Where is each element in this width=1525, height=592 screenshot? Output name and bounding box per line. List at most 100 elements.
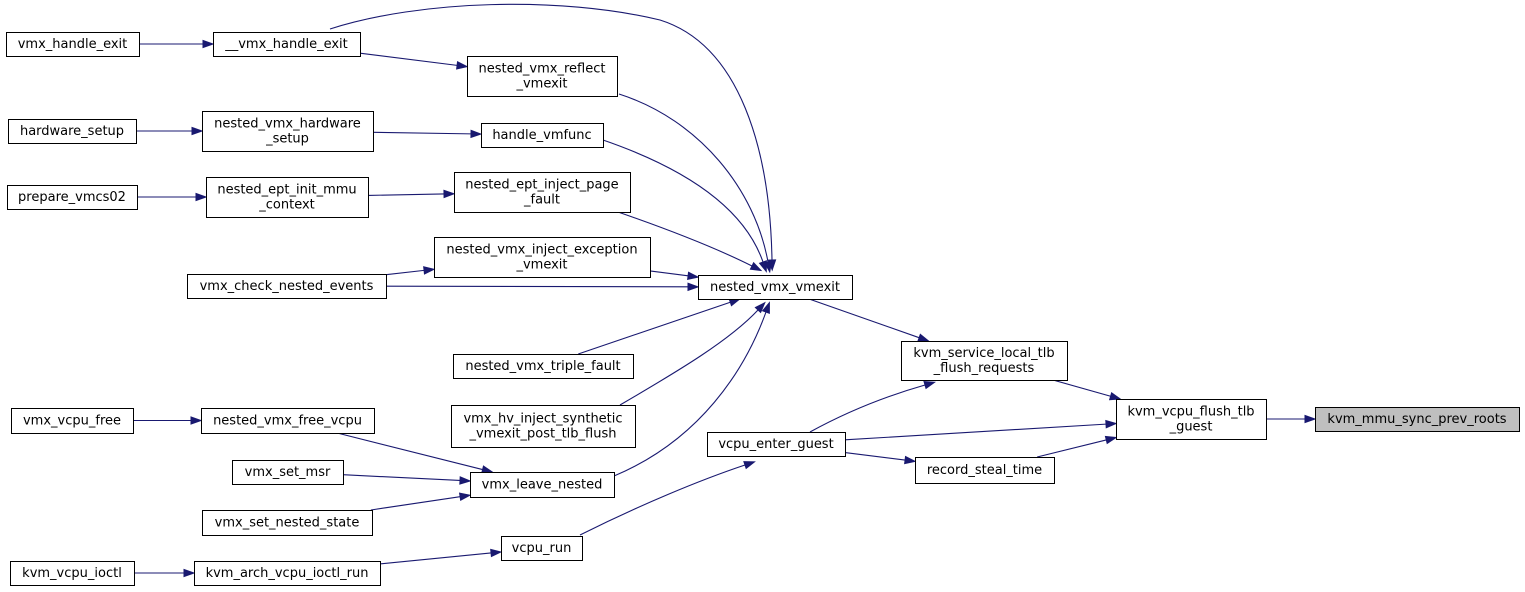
node-nested_ept_inject_page_fault[interactable]: nested_ept_inject_page_fault <box>454 172 631 213</box>
node-label: nested_ept_init_mmu <box>217 183 356 198</box>
node-nested_vmx_free_vcpu[interactable]: nested_vmx_free_vcpu <box>201 408 375 434</box>
node-box <box>206 177 369 218</box>
node-label: _flush_requests <box>933 361 1035 376</box>
call-edge-nested_ept_inject_page_fault-to-nested_vmx_vmexit <box>617 211 763 272</box>
node-__vmx_handle_exit[interactable]: __vmx_handle_exit <box>213 32 361 57</box>
node-vmx_hv_inject_synthetic_vmexit_post_tlb_flush[interactable]: vmx_hv_inject_synthetic_vmexit_post_tlb_… <box>451 405 636 448</box>
edge-line <box>359 52 458 66</box>
edge-line <box>1052 379 1111 397</box>
node-label: _fault <box>523 193 560 208</box>
call-edge-nested_vmx_inject_exception_vmexit-to-nested_vmx_vmexit <box>649 270 700 281</box>
call-edge-vcpu_run-to-vcpu_enter_guest <box>579 461 756 536</box>
arrowhead-icon <box>1304 414 1317 424</box>
node-nested_vmx_vmexit[interactable]: nested_vmx_vmexit <box>698 275 853 300</box>
arrowhead-icon <box>490 548 503 558</box>
node-label: vmx_hv_inject_synthetic <box>463 412 622 427</box>
call-edge-record_steal_time-to-kvm_vcpu_flush_tlb_guest <box>1037 435 1118 458</box>
node-box <box>470 472 615 498</box>
node-box <box>901 341 1068 381</box>
node-vmx_leave_nested[interactable]: vmx_leave_nested <box>470 472 615 498</box>
node-box <box>481 123 604 148</box>
node-label: kvm_vcpu_flush_tlb <box>1127 405 1254 420</box>
node-prepare_vmcs02[interactable]: prepare_vmcs02 <box>7 185 138 210</box>
node-kvm_vcpu_ioctl[interactable]: kvm_vcpu_ioctl <box>10 561 135 586</box>
node-nested_ept_init_mmu_context[interactable]: nested_ept_init_mmu_context <box>206 177 369 218</box>
node-kvm_arch_vcpu_ioctl_run[interactable]: kvm_arch_vcpu_ioctl_run <box>194 561 381 586</box>
edge-line <box>379 552 492 565</box>
edge-line <box>844 452 906 461</box>
node-nested_vmx_triple_fault[interactable]: nested_vmx_triple_fault <box>453 354 634 379</box>
node-nested_vmx_inject_exception_vmexit[interactable]: nested_vmx_inject_exception_vmexit <box>434 237 651 278</box>
node-label: __vmx_handle_exit <box>224 37 348 52</box>
call-edge-hardware_setup-to-nested_vmx_hardware_setup <box>136 126 204 136</box>
node-label: vmx_set_msr <box>245 465 331 480</box>
node-label: vcpu_run <box>512 541 572 556</box>
node-vcpu_enter_guest[interactable]: vcpu_enter_guest <box>707 432 846 457</box>
arrowhead-icon <box>183 568 196 578</box>
edge-line <box>372 131 472 135</box>
arrowhead-icon <box>749 261 763 272</box>
arrowhead-icon <box>191 126 204 136</box>
node-nested_vmx_reflect_vmexit[interactable]: nested_vmx_reflect_vmexit <box>467 56 618 97</box>
arrowhead-icon <box>687 271 700 281</box>
call-edge-nested_vmx_hardware_setup-to-handle_vmfunc <box>372 129 483 139</box>
node-handle_vmfunc[interactable]: handle_vmfunc <box>481 123 604 148</box>
arrowhead-icon <box>423 266 436 275</box>
node-box <box>1116 399 1267 440</box>
call-edge-vmx_handle_exit-to-__vmx_handle_exit <box>139 39 215 49</box>
node-vmx_check_nested_events[interactable]: vmx_check_nested_events <box>187 274 387 299</box>
node-label: record_steal_time <box>927 463 1042 478</box>
node-record_steal_time[interactable]: record_steal_time <box>915 457 1055 484</box>
arrowhead-icon <box>458 492 472 502</box>
node-label: handle_vmfunc <box>492 128 591 143</box>
node-label: vmx_handle_exit <box>18 37 128 52</box>
edge-line <box>579 464 746 536</box>
call-edge-vmx_set_nested_state-to-vmx_leave_nested <box>370 492 472 511</box>
edge-line <box>619 309 759 406</box>
node-hardware_setup[interactable]: hardware_setup <box>8 119 137 144</box>
node-vmx_set_msr[interactable]: vmx_set_msr <box>232 460 344 485</box>
node-vmx_set_nested_state[interactable]: vmx_set_nested_state <box>202 510 373 536</box>
arrowhead-icon <box>459 476 472 485</box>
node-label: kvm_arch_vcpu_ioctl_run <box>206 566 369 581</box>
edge-line <box>618 93 769 263</box>
node-nested_vmx_hardware_setup[interactable]: nested_vmx_hardware_setup <box>202 111 374 152</box>
node-vcpu_run[interactable]: vcpu_run <box>501 536 583 561</box>
node-vmx_vcpu_free[interactable]: vmx_vcpu_free <box>11 408 134 434</box>
edge-line <box>367 193 445 196</box>
call-edge-__vmx_handle_exit-to-nested_vmx_reflect_vmexit <box>359 52 469 70</box>
edge-line <box>617 211 753 267</box>
node-label: _context <box>258 198 315 213</box>
edge-line <box>385 285 689 288</box>
node-box <box>232 460 344 485</box>
node-label: _vmexit <box>515 77 567 92</box>
node-kvm_service_local_tlb_flush_requests[interactable]: kvm_service_local_tlb_flush_requests <box>901 341 1068 381</box>
arrowhead-icon <box>195 192 208 202</box>
call-edge-kvm_vcpu_flush_tlb_guest-to-kvm_mmu_sync_prev_roots <box>1266 414 1317 424</box>
node-kvm_vcpu_flush_tlb_guest[interactable]: kvm_vcpu_flush_tlb_guest <box>1116 399 1267 440</box>
edge-line <box>329 3 773 261</box>
node-label: nested_vmx_hardware <box>214 117 361 132</box>
node-box <box>202 510 373 536</box>
call-edge-vmx_set_msr-to-vmx_leave_nested <box>342 474 472 485</box>
call-edge-vmx_check_nested_events-to-nested_vmx_vmexit <box>385 282 700 292</box>
call-edge-vmx_leave_nested-to-nested_vmx_vmexit <box>613 301 770 477</box>
node-vmx_handle_exit[interactable]: vmx_handle_exit <box>6 32 140 57</box>
node-box <box>6 32 140 57</box>
call-edge-vcpu_enter_guest-to-record_steal_time <box>844 452 917 465</box>
node-label: _setup <box>265 132 309 147</box>
node-box <box>501 536 583 561</box>
call-edge-handle_vmfunc-to-nested_vmx_vmexit <box>602 139 767 273</box>
call-edges <box>133 3 1317 578</box>
edge-line <box>844 423 1107 441</box>
arrowhead-icon <box>743 461 756 470</box>
node-box <box>7 185 138 210</box>
node-box <box>451 405 636 448</box>
arrowhead-icon <box>190 416 203 425</box>
node-label: vmx_leave_nested <box>482 478 603 493</box>
node-box <box>213 32 361 57</box>
node-box <box>8 119 137 144</box>
arrowhead-icon <box>1105 419 1118 429</box>
arrowhead-icon <box>904 455 917 465</box>
call-edge-kvm_arch_vcpu_ioctl_run-to-vcpu_run <box>379 548 503 565</box>
